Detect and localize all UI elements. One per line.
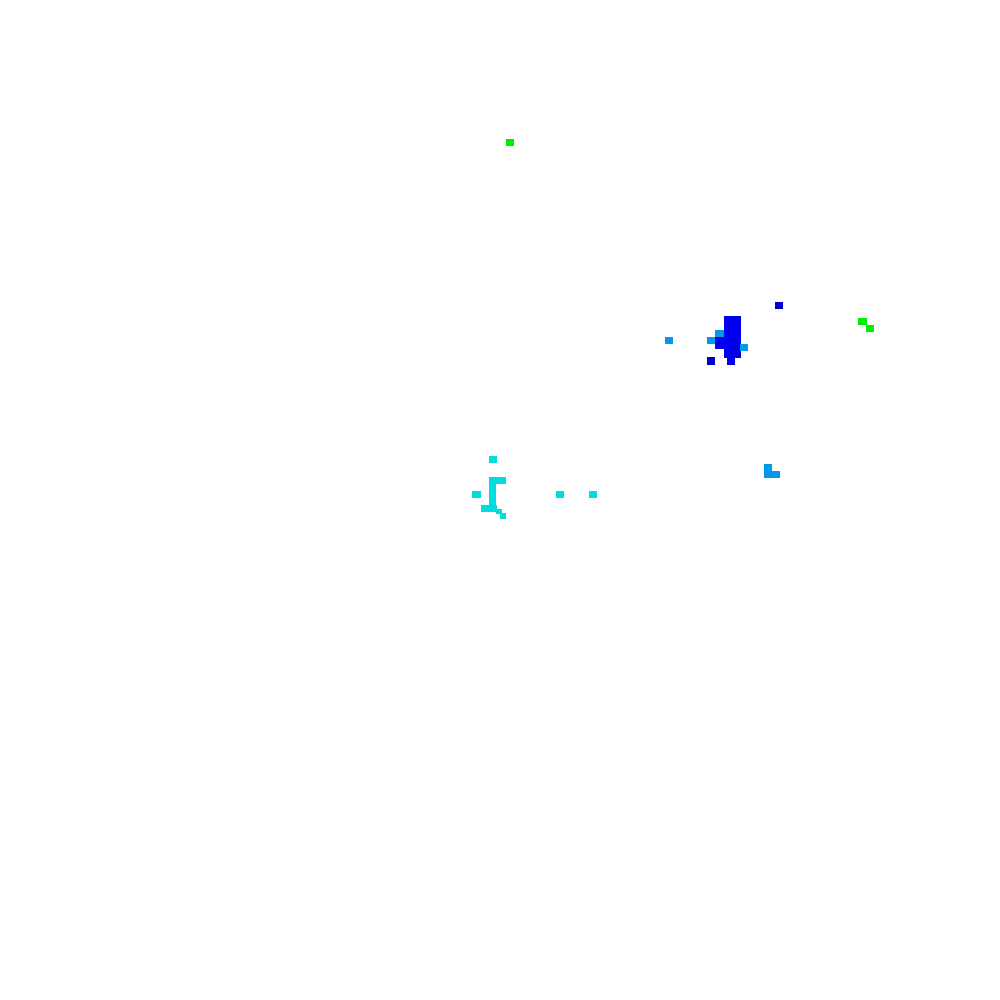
- speck-cyan-14: [489, 456, 497, 463]
- speck-blue-5: [715, 337, 725, 349]
- speck-cyan-15: [489, 477, 506, 484]
- speck-light-blue-11: [665, 337, 673, 344]
- speck-cyan-22: [589, 491, 597, 498]
- speck-green-2: [866, 325, 874, 332]
- speck-cyan-19: [496, 509, 502, 514]
- speck-light-blue-9: [707, 337, 715, 344]
- speck-light-blue-10: [740, 344, 748, 351]
- speck-blue-4: [724, 316, 741, 358]
- speck-dark-blue-7: [707, 357, 715, 365]
- speck-cyan-17: [472, 491, 481, 498]
- speck-dark-blue-3: [775, 302, 783, 309]
- speck-cyan-18: [481, 505, 497, 512]
- speck-cyan-20: [500, 513, 506, 519]
- speck-cyan-21: [556, 491, 564, 498]
- speck-blue-6: [727, 355, 735, 365]
- speck-cyan-16: [489, 477, 496, 507]
- speck-light-blue-8: [715, 330, 724, 337]
- speck-green-0: [506, 139, 514, 146]
- speck-light-blue-13: [764, 471, 780, 478]
- speckle-group: [472, 139, 874, 519]
- speck-green-1: [858, 318, 867, 325]
